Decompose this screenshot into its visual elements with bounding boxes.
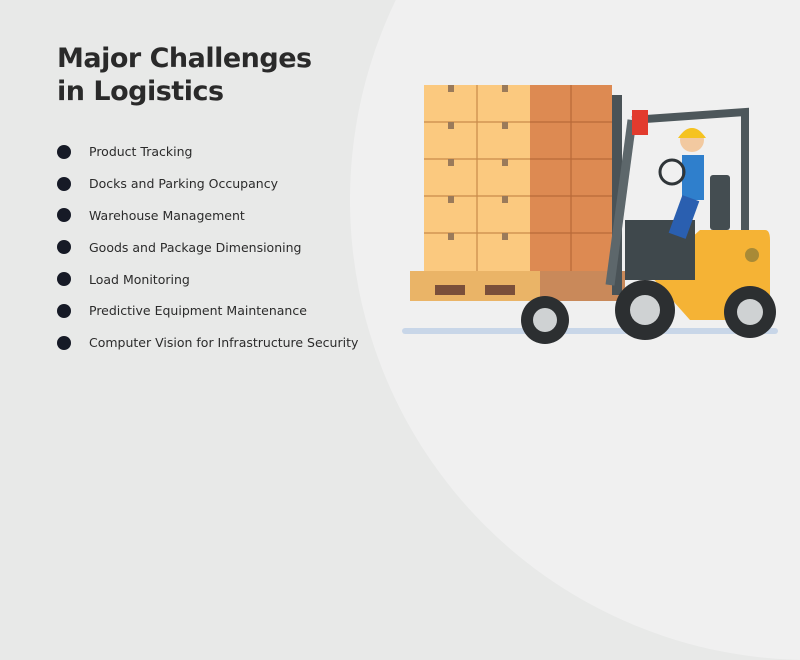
- list-item: Goods and Package Dimensioning: [57, 231, 358, 263]
- bullet-icon: [57, 240, 71, 255]
- bullet-icon: [57, 335, 71, 350]
- bullet-icon: [57, 272, 71, 287]
- list-item: Product Tracking: [57, 136, 358, 168]
- list-item: Predictive Equipment Maintenance: [57, 295, 358, 327]
- list-item: Warehouse Management: [57, 200, 358, 232]
- bullet-icon: [57, 144, 71, 159]
- challenges-list: Product Tracking Docks and Parking Occup…: [57, 136, 358, 359]
- bullet-icon: [57, 303, 71, 318]
- floor-line: [402, 328, 778, 334]
- bullet-icon: [57, 176, 71, 191]
- warning-light: [632, 110, 648, 135]
- boxes-icon: [424, 85, 612, 271]
- wheel-icon: [521, 280, 776, 344]
- driver-icon: [658, 128, 706, 239]
- page-title: Major Challenges in Logistics: [57, 42, 312, 108]
- list-item: Computer Vision for Infrastructure Secur…: [57, 327, 358, 359]
- title-line-1: Major Challenges: [57, 43, 312, 74]
- forklift-illustration: [402, 85, 778, 344]
- title-line-2: in Logistics: [57, 76, 224, 107]
- bullet-icon: [57, 208, 71, 223]
- list-item: Load Monitoring: [57, 263, 358, 295]
- list-item: Docks and Parking Occupancy: [57, 168, 358, 200]
